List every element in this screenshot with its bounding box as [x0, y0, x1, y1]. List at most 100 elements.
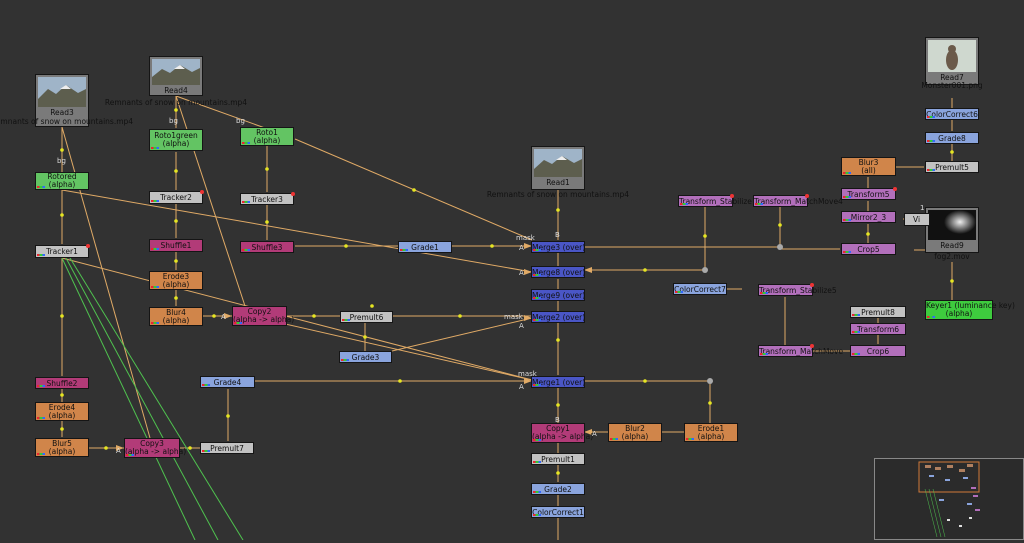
- node-grade2[interactable]: Grade2: [531, 483, 585, 495]
- node-crop6[interactable]: Crop6: [850, 345, 906, 357]
- merge1-label: Merge1 (over): [532, 378, 586, 387]
- shuffle1-label: Shuffle1: [160, 241, 192, 250]
- grade3-label: Grade3: [351, 353, 380, 362]
- node-transform-matchmove4[interactable]: Transform_MatchMove4: [753, 194, 843, 207]
- node-colorcorrect7[interactable]: ColorCorrect7: [673, 283, 727, 295]
- viewer-label: Vi: [913, 215, 921, 224]
- node-copy3[interactable]: Copy3 (alpha -> alpha): [124, 438, 187, 458]
- node-read1[interactable]: Read1: [531, 146, 585, 190]
- node-transform6[interactable]: Transform6: [850, 323, 906, 335]
- blur5-sub: (alpha): [48, 447, 76, 456]
- read7-label: Read7: [940, 73, 964, 82]
- node-erode1[interactable]: Erode1 (alpha): [684, 423, 738, 442]
- edge-tag-a: A: [519, 269, 524, 277]
- node-tracker2[interactable]: Tracker2: [149, 190, 204, 204]
- grade2-label: Grade2: [544, 485, 572, 494]
- read1-label: Read1: [546, 178, 570, 187]
- node-premult5[interactable]: Premult5: [925, 161, 979, 173]
- node-blur2[interactable]: Blur2 (alpha): [608, 423, 662, 442]
- node-read4[interactable]: Read4: [149, 56, 203, 96]
- shuffle2-label: Shuffle2: [46, 379, 78, 388]
- node-viewer[interactable]: Vi: [904, 213, 930, 226]
- node-crop5[interactable]: Crop5: [841, 243, 896, 255]
- node-premult6[interactable]: Premult6: [340, 311, 393, 323]
- node-shuffle3[interactable]: Shuffle3: [240, 241, 294, 253]
- node-keyer1[interactable]: Keyer1 (luminance key) (alpha): [925, 300, 1015, 320]
- premult7-label: Premult7: [210, 444, 244, 453]
- node-roto1[interactable]: Roto1 (alpha): [240, 127, 294, 146]
- node-roto1green[interactable]: Roto1green (alpha): [149, 129, 203, 151]
- read3-file-label: Remnants of snow on mountains.mp4: [0, 117, 134, 126]
- edge-tag-bg: bg: [236, 117, 245, 125]
- node-read7[interactable]: Read7: [925, 37, 979, 85]
- node-premult7[interactable]: Premult7: [200, 442, 254, 454]
- node-read9[interactable]: Read9: [925, 207, 979, 253]
- edge-tag-mask: mask: [504, 313, 523, 321]
- read4-thumbnail-icon: [152, 59, 200, 85]
- node-grade1[interactable]: Grade1: [398, 241, 452, 253]
- colorcorrect6-label: ColorCorrect6: [926, 110, 978, 119]
- node-transform5[interactable]: Transform5: [841, 187, 897, 200]
- node-blur5[interactable]: Blur5 (alpha): [35, 438, 89, 457]
- erode4-sub: (alpha): [48, 411, 76, 420]
- transform6-label: Transform6: [856, 325, 900, 334]
- node-blur4[interactable]: Blur4 (alpha): [149, 307, 203, 326]
- node-merge1[interactable]: Merge1 (over): [531, 376, 585, 388]
- edge-tag-b: B: [555, 416, 560, 424]
- read1-thumbnail-icon: [534, 149, 582, 177]
- node-grade8[interactable]: Grade8: [925, 132, 979, 144]
- node-grade4[interactable]: Grade4: [200, 376, 255, 388]
- premult5-label: Premult5: [935, 163, 969, 172]
- node-merge8[interactable]: Merge8 (over): [531, 266, 585, 278]
- navigator-minimap[interactable]: [874, 458, 1024, 540]
- node-copy1[interactable]: Copy1 (alpha -> alpha): [531, 423, 593, 443]
- node-read3[interactable]: Read3: [35, 74, 89, 127]
- node-rotored[interactable]: Rotored (alpha): [35, 172, 89, 190]
- premult6-label: Premult6: [349, 313, 384, 322]
- node-colorcorrect6[interactable]: ColorCorrect6: [925, 108, 979, 120]
- crop5-label: Crop5: [857, 245, 880, 254]
- node-transform-stabilize[interactable]: Transform_Stabilize: [678, 194, 752, 207]
- node-merge2[interactable]: Merge2 (over): [531, 311, 585, 323]
- node-transform-matchmove[interactable]: Transform_MatchMove: [758, 344, 843, 357]
- node-premult1[interactable]: Premult1: [531, 453, 585, 465]
- keyer1-label: Keyer1 (luminance key): [926, 301, 1015, 310]
- transform-matchmove4-label: Transform_MatchMove4: [754, 197, 843, 206]
- node-mirror2-3[interactable]: Mirror2_3: [841, 211, 896, 223]
- node-premult8[interactable]: Premult8: [850, 306, 906, 318]
- node-shuffle2[interactable]: Shuffle2: [35, 377, 89, 389]
- edge-tag-a: A: [116, 447, 121, 455]
- blur2-label: Blur2: [625, 424, 645, 433]
- roto1green-label: Roto1green: [154, 131, 198, 140]
- keyer1-sub: (alpha): [945, 309, 973, 318]
- tracker3-label: Tracker3: [251, 195, 283, 204]
- erode1-sub: (alpha): [697, 432, 725, 441]
- read3-label: Read3: [50, 108, 74, 117]
- node-blur3[interactable]: Blur3 (all): [841, 157, 896, 176]
- node-merge3[interactable]: Merge3 (over): [531, 241, 585, 253]
- copy3-sub: (alpha -> alpha): [125, 447, 187, 456]
- copy2-label: Copy2: [247, 307, 272, 316]
- node-shuffle1[interactable]: Shuffle1: [149, 239, 203, 252]
- erode4-label: Erode4: [48, 403, 76, 412]
- node-transform-stabilize5[interactable]: Transform_Stabilize5: [758, 283, 837, 296]
- node-tracker3[interactable]: Tracker3: [240, 192, 295, 205]
- node-colorcorrect1[interactable]: ColorCorrect1: [531, 506, 585, 518]
- edge-tag-a: A: [592, 430, 597, 438]
- node-erode4[interactable]: Erode4 (alpha): [35, 402, 89, 421]
- edge-tag-bg: bg: [169, 117, 178, 125]
- edge-tag-a: A: [519, 322, 524, 330]
- node-grade3[interactable]: Grade3: [339, 351, 392, 363]
- edge-tag-bg: bg: [57, 157, 66, 165]
- node-copy2[interactable]: Copy2 (alpha -> alpha): [232, 306, 295, 326]
- node-merge9[interactable]: Merge9 (over): [531, 289, 585, 301]
- node-erode3[interactable]: Erode3 (alpha): [149, 271, 203, 290]
- transform-stabilize5-label: Transform_Stabilize5: [759, 286, 837, 295]
- copy2-sub: (alpha -> alpha): [233, 315, 295, 324]
- tracker1-label: Tracker1: [46, 247, 78, 256]
- edge-tag-b: B: [555, 231, 560, 239]
- minimap-preview: [918, 461, 980, 538]
- node-tracker1[interactable]: Tracker1: [35, 244, 90, 258]
- colorcorrect7-label: ColorCorrect7: [674, 285, 726, 294]
